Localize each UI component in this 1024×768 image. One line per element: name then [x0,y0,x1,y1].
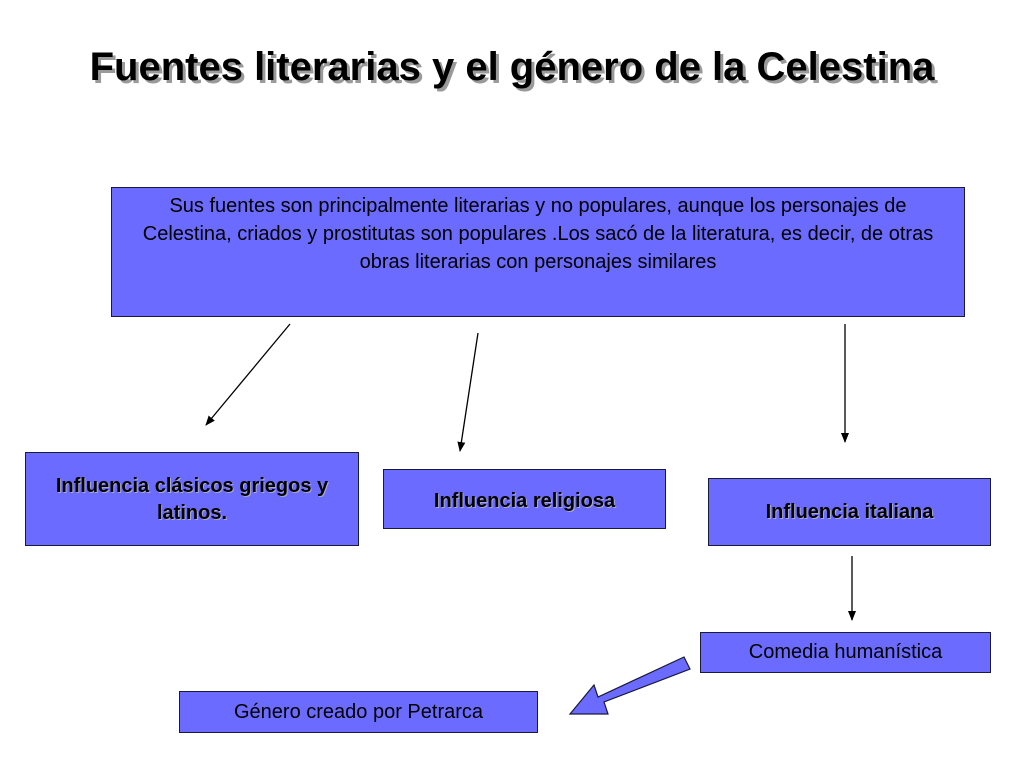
influence-religious-label: Influencia religiosa [433,490,616,512]
arrow-to-classics [205,323,291,426]
influence-italian-label: Influencia italiana [765,500,934,523]
genre-box: Género creado por Petrarca [179,691,538,733]
genre-label: Género creado por Petrarca [233,700,484,723]
slide-title: Fuentes literarias y el género de la Cel… [89,45,935,89]
comedia-label: Comedia humanística [748,641,943,663]
influence-religious-box: Influencia religiosa [383,469,666,529]
influence-italian-box: Influencia italiana [708,478,991,546]
comedia-box: Comedia humanística [700,632,991,673]
intro-box: Sus fuentes son principalmente literaria… [111,187,965,317]
block-arrow-to-genre [568,656,691,715]
influence-classics-box: Influencia clásicos griegos y latinos. [25,452,359,546]
arrow-to-religious [457,332,479,452]
influence-classics-label: Influencia clásicos griegos y latinos. [55,475,329,524]
intro-text: Sus fuentes son principalmente literaria… [142,195,934,273]
